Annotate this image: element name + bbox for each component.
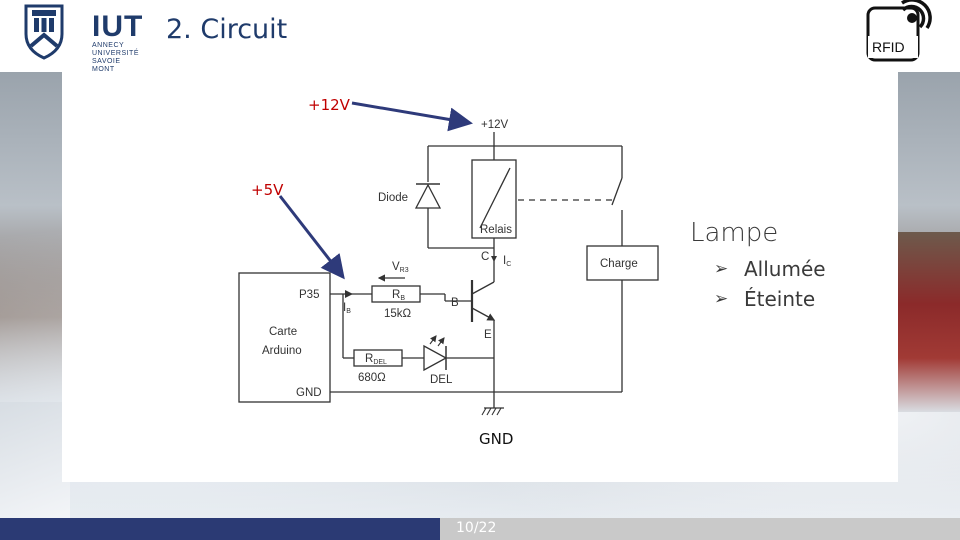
rfid-icon: RFID — [866, 0, 932, 62]
vr3-label: VR3 — [392, 261, 409, 274]
emitter-label: E — [484, 329, 492, 341]
iut-logo: IUT ANNECY UNIVERSITÉ SAVOIE MONT BLANC — [22, 4, 144, 81]
collector-label: C — [481, 251, 489, 263]
rfid-label: RFID — [872, 39, 905, 55]
arrow-bullet-icon: ➢ — [714, 259, 729, 279]
chalet-building — [898, 232, 960, 412]
lampe-block: Lampe ➢ Allumée ➢ Éteinte — [690, 218, 826, 314]
list-item: ➢ Éteinte — [714, 284, 826, 314]
page-title: 2. Circuit — [166, 14, 288, 45]
board-label-line1: Carte — [269, 326, 297, 338]
charge-box — [586, 245, 659, 281]
slide-footer: 10/22 — [0, 518, 960, 540]
pin-gnd-label: GND — [296, 387, 322, 399]
callout-12v-label: +12V — [308, 96, 351, 114]
diode-symbol — [414, 183, 442, 209]
del-label: DEL — [430, 374, 453, 386]
collector-current-label: IC — [503, 255, 511, 268]
logo-wordmark: IUT — [92, 10, 144, 43]
board-label-line2: Arduino — [262, 345, 302, 357]
pin-p35-label: P35 — [299, 289, 319, 301]
list-item: ➢ Allumée — [714, 254, 826, 284]
arrow-bullet-icon: ➢ — [714, 289, 729, 309]
lampe-title: Lampe — [690, 218, 779, 248]
rdel-value: 680Ω — [358, 372, 386, 384]
ib-label: IB — [343, 302, 351, 315]
diode-label: Diode — [378, 192, 408, 204]
footer-accent-bar — [0, 518, 440, 540]
rb-label: RB — [392, 289, 405, 302]
snow-slope — [0, 402, 70, 518]
callout-12v-arrow — [351, 101, 473, 132]
content-panel — [62, 72, 898, 482]
iut-crest-icon — [24, 4, 64, 60]
gnd-label: GND — [479, 430, 513, 448]
supply-label: +12V — [481, 119, 509, 131]
page-number: 10/22 — [456, 520, 497, 536]
arduino-board — [238, 272, 331, 403]
rdel-label: RDEL — [365, 353, 387, 366]
rb-value: 15kΩ — [384, 308, 412, 320]
lampe-states-list: ➢ Allumée ➢ Éteinte — [714, 254, 826, 314]
charge-label: Charge — [600, 258, 638, 270]
relay-switch — [611, 177, 623, 206]
callout-5v-label: +5V — [251, 181, 284, 199]
slide-header: IUT ANNECY UNIVERSITÉ SAVOIE MONT BLANC … — [0, 0, 960, 81]
base-label: B — [451, 297, 459, 309]
relay-label: Relais — [480, 224, 512, 236]
callout-5v-arrow — [278, 195, 345, 280]
led-symbol — [423, 344, 448, 372]
